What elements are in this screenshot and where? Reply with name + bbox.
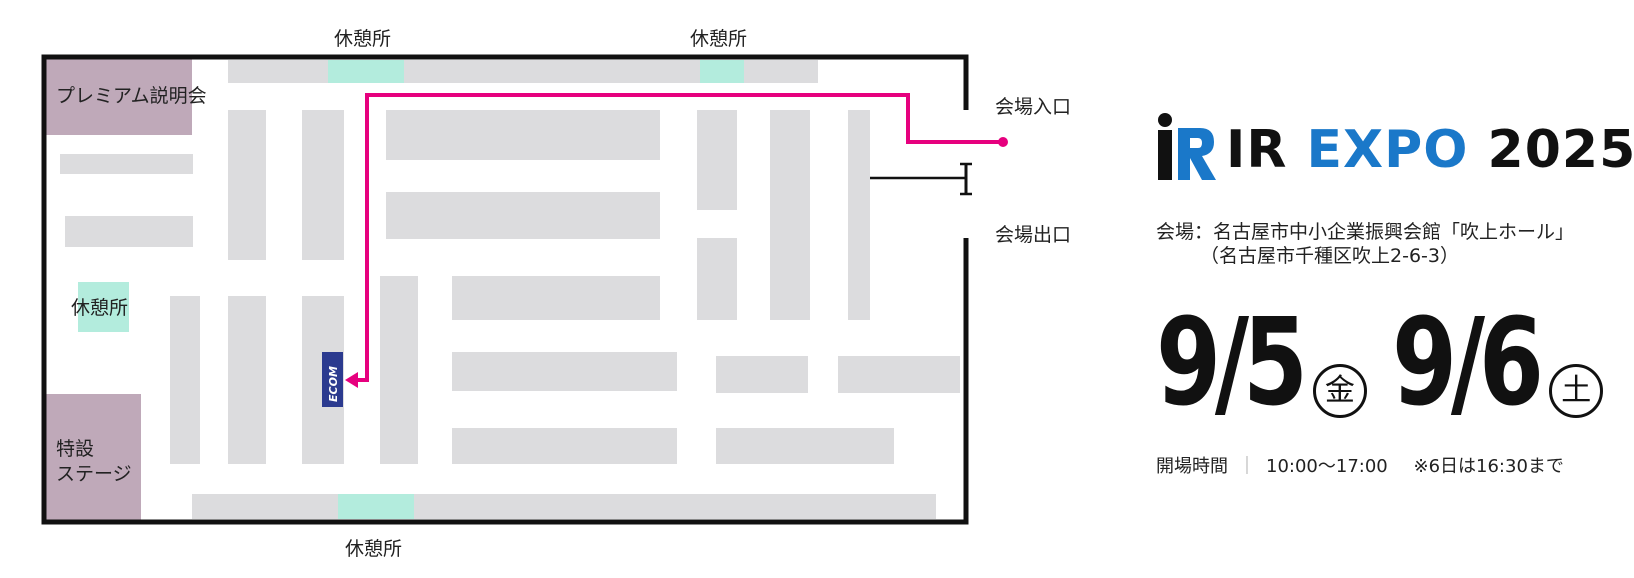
event-logo: IR EXPO 2025 xyxy=(1226,124,1634,176)
logo-expo: EXPO xyxy=(1306,120,1469,180)
rest-area-top-2 xyxy=(700,60,744,83)
rest-label-top-1: 休憩所 xyxy=(334,28,392,50)
rest-area-bottom xyxy=(338,494,414,519)
opening-hours: 開場時間 ｜ 10:00～17:00 ※6日は16:30まで xyxy=(1156,452,1564,478)
premium-session-label: プレミアム説明会 xyxy=(56,85,207,107)
rest-area-top-1 xyxy=(328,60,404,83)
rest-label-left: 休憩所 xyxy=(71,297,129,319)
logo-ir: IR xyxy=(1226,120,1288,180)
booth-bottom-strip xyxy=(192,494,936,519)
day2-dow-badge: 土 xyxy=(1549,364,1604,418)
booth-col-r1b xyxy=(697,238,737,320)
premium-session-zone xyxy=(46,57,192,135)
booth-low-4 xyxy=(380,276,418,464)
hours-value: 10:00～17:00 xyxy=(1266,456,1388,477)
ecom-booth-label: ECOM xyxy=(327,366,340,402)
booth-left-1 xyxy=(60,154,193,174)
hours-note: ※6日は16:30まで xyxy=(1413,456,1564,477)
hours-separator: ｜ xyxy=(1238,456,1256,477)
rest-label-bottom: 休憩所 xyxy=(345,538,403,560)
booth-mid-1 xyxy=(452,276,660,320)
booth-col-r1 xyxy=(697,110,737,210)
day2-date: 9/6 xyxy=(1392,294,1544,433)
booth-right-1 xyxy=(716,356,808,393)
hall-wall xyxy=(41,54,969,525)
booth-col-r3 xyxy=(848,110,870,320)
booth-left-2 xyxy=(65,216,193,247)
day1-date: 9/5 xyxy=(1156,294,1308,433)
route-start-dot xyxy=(998,137,1008,147)
ir-logo-mark-icon xyxy=(1158,113,1216,180)
booth-right-2 xyxy=(838,356,960,393)
booth-blocks xyxy=(60,60,960,519)
booth-col-2 xyxy=(302,110,344,260)
booth-col-1 xyxy=(228,110,266,260)
route-path xyxy=(355,93,1003,382)
booth-right-3 xyxy=(716,428,894,464)
special-stage-zone xyxy=(46,394,141,522)
ecom-booth xyxy=(322,352,343,407)
rest-areas xyxy=(78,60,744,519)
booth-wide-1 xyxy=(386,110,660,160)
venue-line: 会場：名古屋市中小企業振興会館「吹上ホール」 xyxy=(1156,221,1575,243)
exit-label: 会場出口 xyxy=(995,224,1072,246)
booth-mid-2 xyxy=(452,352,677,391)
venue-info: 会場：名古屋市中小企業振興会館「吹上ホール」 （名古屋市千種区吹上2-6-3） xyxy=(1156,220,1574,268)
booth-low-2 xyxy=(228,296,266,464)
logo-year: 2025 xyxy=(1487,120,1634,180)
booth-low-1 xyxy=(170,296,200,464)
special-stage-label-2: ステージ xyxy=(56,463,132,485)
booth-wide-2 xyxy=(386,192,660,239)
booth-col-r2 xyxy=(770,110,810,320)
hours-label: 開場時間 xyxy=(1156,456,1228,477)
entrance-label: 会場入口 xyxy=(995,96,1072,118)
day1-dow-badge: 金 xyxy=(1312,364,1367,418)
booth-mid-3 xyxy=(452,428,677,464)
rest-label-top-2: 休憩所 xyxy=(690,28,748,50)
venue-address: （名古屋市千種区吹上2-6-3） xyxy=(1200,245,1459,267)
special-stage-label-1: 特設 xyxy=(56,438,94,460)
route-arrow-head xyxy=(345,372,358,388)
rest-area-left xyxy=(78,282,129,332)
